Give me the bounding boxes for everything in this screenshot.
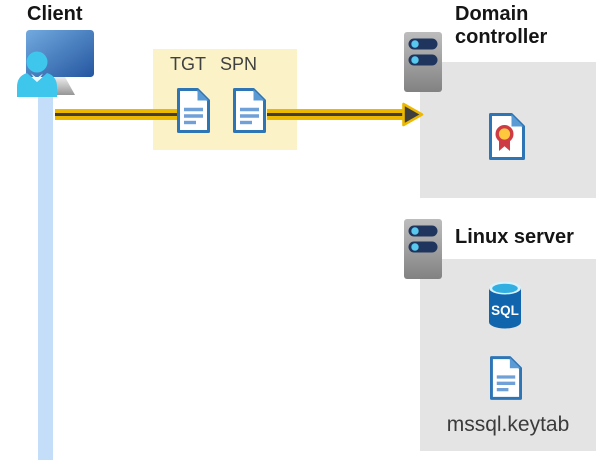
- tgt-document-icon: [177, 88, 210, 133]
- sql-database-icon: SQL: [489, 281, 521, 329]
- domain-controller-server-icon: [404, 32, 442, 92]
- auth-arrow-right-segment: [267, 109, 404, 120]
- tgt-label: TGT: [170, 54, 206, 74]
- linux-server-server-icon: [404, 219, 442, 279]
- linux-server-label: Linux server: [455, 226, 574, 248]
- spn-label: SPN: [220, 54, 258, 74]
- sql-label: SQL: [491, 303, 519, 318]
- auth-arrow-head-icon: [402, 102, 424, 127]
- monitor-user-icon: [17, 30, 94, 97]
- certificate-icon: [489, 113, 525, 160]
- keytab-label: mssql.keytab: [446, 413, 570, 436]
- user-icon: [17, 51, 57, 97]
- domain-controller-label: Domain controller: [455, 3, 548, 48]
- client-label: Client: [27, 3, 83, 25]
- client-connection-line: [38, 86, 53, 460]
- auth-arrow-left-segment: [55, 109, 177, 120]
- spn-document-icon: [233, 88, 266, 133]
- keytab-document-icon: [490, 356, 522, 400]
